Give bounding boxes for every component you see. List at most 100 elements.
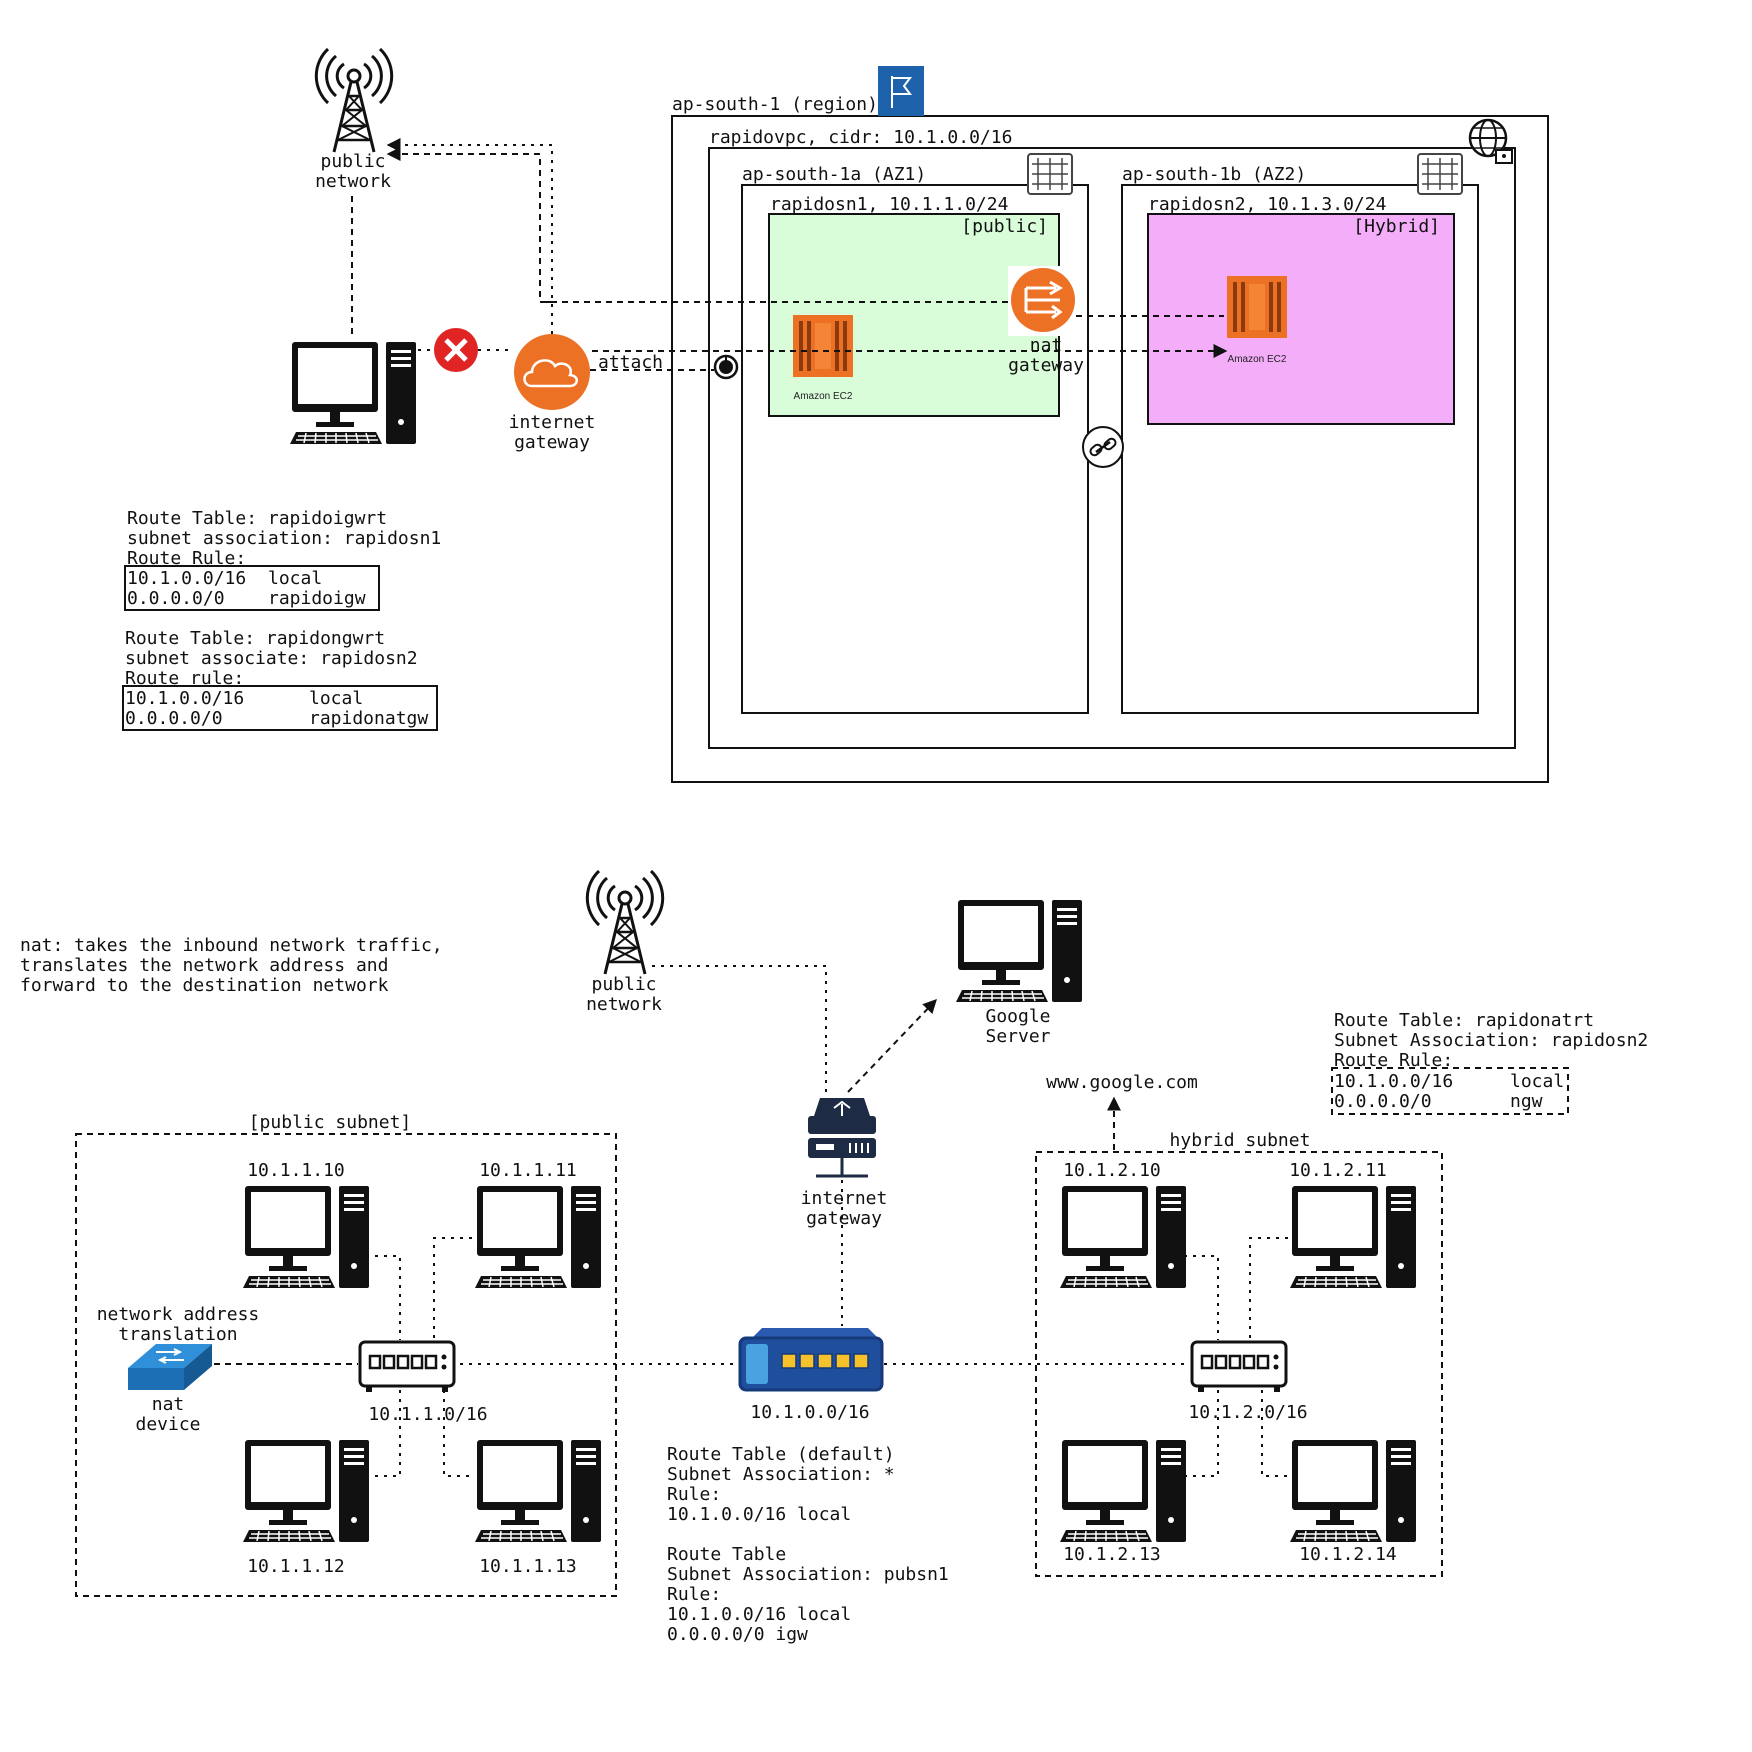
switch2-to-host10-line <box>1184 1255 1219 1340</box>
rt1-line2: subnet association: rapidosn1 <box>127 528 441 549</box>
host-computer-icon <box>242 1185 370 1289</box>
client-computer-icon <box>289 341 417 445</box>
rt2-row1-dest: 10.1.0.0/16 <box>125 688 244 709</box>
vpc-label: rapidovpc, cidr: 10.1.0.0/16 <box>709 127 1012 148</box>
rt2-line3: Route rule: <box>125 668 244 689</box>
rt-default-line: Route Table (default) <box>667 1444 895 1465</box>
vpc-globe-lock-icon <box>1468 118 1513 164</box>
rt-natrt-row2-target: ngw <box>1510 1091 1543 1112</box>
switch1-to-host12-line <box>366 1390 401 1477</box>
switch1-to-host11-line <box>433 1237 472 1340</box>
rt1-row2-target: rapidoigw <box>268 588 366 609</box>
www-google-label: www.google.com <box>1046 1072 1198 1093</box>
region-box <box>671 115 1549 783</box>
igw-label-2: gateway <box>514 432 590 453</box>
ec2-icon-public <box>793 315 853 377</box>
igw-to-public-network-arrow <box>386 138 553 334</box>
rt2-line1: Route Table: rapidongwrt <box>125 628 385 649</box>
igw-label-1-bottom: internet <box>801 1188 888 1209</box>
host-ip-label: 10.1.1.13 <box>479 1556 577 1577</box>
vpc-box <box>708 147 1516 749</box>
igw-to-google-arrow <box>847 998 937 1093</box>
rt2-row2-target: rapidonatgw <box>309 708 428 729</box>
rt-default-line: Route Table <box>667 1544 786 1565</box>
host-computer-icon <box>1059 1439 1187 1543</box>
host-ip-label: 10.1.2.11 <box>1289 1160 1387 1181</box>
rt1-table-box <box>124 565 380 611</box>
rt-default-line: Rule: <box>667 1584 721 1605</box>
rt-natrt-line2: Subnet Association: rapidosn2 <box>1334 1030 1648 1051</box>
nat-label-2: gateway <box>1008 355 1084 376</box>
rt-natrt-line3: Route Rule: <box>1334 1050 1453 1071</box>
public-switch-icon <box>358 1340 456 1394</box>
public-network-tower-icon-bottom <box>585 869 665 976</box>
sn2-label: rapidosn2, 10.1.3.0/24 <box>1148 194 1386 215</box>
rt1-line3: Route Rule: <box>127 548 246 569</box>
public-label-1-bottom: public <box>591 974 656 995</box>
public-network-tower-icon <box>314 47 394 154</box>
sn1-label: rapidosn1, 10.1.1.0/24 <box>770 194 1008 215</box>
ec2-label-hybrid: Amazon EC2 <box>1228 354 1287 365</box>
nat-device-switch-icon <box>128 1344 212 1390</box>
region-flag-icon <box>878 66 924 116</box>
igw-label-2-bottom: gateway <box>806 1208 882 1229</box>
host-computer-icon <box>1289 1439 1417 1543</box>
rt-natrt-line1: Route Table: rapidonatrt <box>1334 1010 1594 1031</box>
nat-device-label-2: device <box>135 1414 200 1435</box>
igw-label-1: internet <box>509 412 596 433</box>
host-computer-icon <box>474 1185 602 1289</box>
switch2-to-host13-line <box>1184 1390 1219 1477</box>
rt1-row2-dest: 0.0.0.0/0 <box>127 588 225 609</box>
rt-default-line: Subnet Association: * <box>667 1464 895 1485</box>
switch2-to-host14-line <box>1261 1390 1288 1477</box>
rt-natrt-row1-dest: 10.1.0.0/16 <box>1334 1071 1453 1092</box>
host-computer-icon <box>1059 1185 1187 1289</box>
host-ip-label: 10.1.2.10 <box>1063 1160 1161 1181</box>
rt1-row1-dest: 10.1.0.0/16 <box>127 568 246 589</box>
host-ip-label: 10.1.2.14 <box>1299 1544 1397 1565</box>
az1-rack-icon <box>1027 153 1073 195</box>
rt2-row2-dest: 0.0.0.0/0 <box>125 708 223 729</box>
router-label: 10.1.0.0/16 <box>750 1402 869 1423</box>
sn1-tag: [public] <box>961 216 1048 237</box>
nat-gateway-icon <box>1008 266 1078 336</box>
tower-to-igw-line <box>652 965 827 1092</box>
nat-device-title-2: translation <box>118 1324 237 1345</box>
hybrid-switch-icon <box>1190 1340 1288 1394</box>
az1-label: ap-south-1a (AZ1) <box>742 164 926 185</box>
rt2-table-box <box>122 685 438 731</box>
nat-to-igw-arrow <box>386 147 1008 303</box>
rt-default-line: Rule: <box>667 1484 721 1505</box>
rt-default-block: Route Table (default) Subnet Association… <box>667 1444 949 1645</box>
nat-note-line2: translates the network address and <box>20 955 388 976</box>
internet-gateway-icon <box>514 334 590 410</box>
switch2-label: 10.1.2.0/16 <box>1188 1402 1307 1423</box>
rt-default-line: 10.1.0.0/16 local <box>667 1504 851 1525</box>
nat-device-label-1: nat <box>152 1394 185 1415</box>
rt-default-line: 0.0.0.0/0 igw <box>667 1624 808 1645</box>
rt-natrt-row1-target: local <box>1510 1071 1564 1092</box>
rt1-line1: Route Table: rapidoigwrt <box>127 508 387 529</box>
rt2-row1-target: local <box>309 688 363 709</box>
host-computer-icon <box>474 1439 602 1543</box>
google-label-1: Google <box>985 1006 1050 1027</box>
rt-natrt-table-box <box>1331 1067 1569 1115</box>
ec2-icon-hybrid <box>1227 276 1287 338</box>
az2-label: ap-south-1b (AZ2) <box>1122 164 1306 185</box>
google-server-icon <box>955 899 1083 1003</box>
switch1-to-host10-line <box>366 1255 401 1340</box>
rt-natrt-row2-dest: 0.0.0.0/0 <box>1334 1091 1432 1112</box>
sn2-tag: [Hybrid] <box>1353 216 1440 237</box>
public-label-2-bottom: network <box>586 994 662 1015</box>
ec2-label-public: Amazon EC2 <box>794 391 853 402</box>
switch1-label: 10.1.1.0/16 <box>368 1404 487 1425</box>
hybrid-subnet-label: hybrid subnet <box>1170 1130 1311 1151</box>
rt-default-line: 10.1.0.0/16 local <box>667 1604 851 1625</box>
host-computer-icon <box>1289 1185 1417 1289</box>
hybrid-subnet-box <box>1147 213 1455 425</box>
nat-note-line3: forward to the destination network <box>20 975 389 996</box>
host-ip-label: 10.1.1.10 <box>247 1160 345 1181</box>
az2-rack-icon <box>1417 153 1463 195</box>
public-label-2: network <box>315 171 391 192</box>
attach-label: attach <box>598 352 663 373</box>
